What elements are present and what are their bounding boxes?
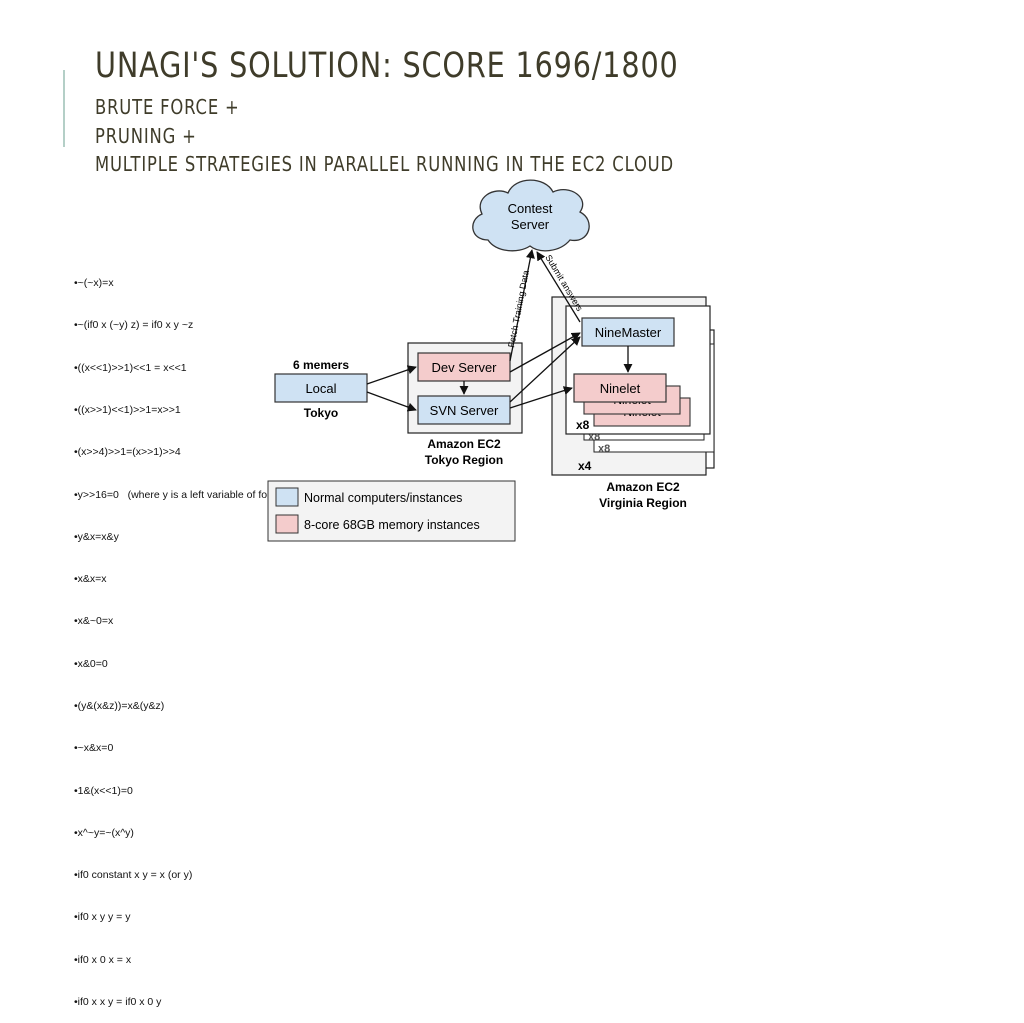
cloud-label-line1: Contest [508, 201, 553, 216]
outer-multiplier-label: x4 [578, 459, 592, 473]
edge-local-to-svn [366, 391, 417, 412]
virginia-region-label-line2: Virginia Region [599, 496, 687, 510]
rule-item: •(x>>4)>>1=(x>>1)>>4 [74, 446, 181, 459]
subtitle-line-pruning: PRUNING + [95, 123, 197, 148]
inner-multiplier-label: x8 [576, 418, 590, 432]
slide-title: UNAGI'S SOLUTION: SCORE 1696/1800 [95, 46, 679, 86]
edge-svn-to-ninemaster [509, 336, 581, 403]
slide-subtitle: BRUTE FORCE + PRUNING + MULTIPLE STRATEG… [95, 93, 674, 179]
svn-server-label: SVN Server [430, 403, 499, 418]
edge-local-to-dev [366, 365, 417, 385]
legend: Normal computers/instances 8-core 68GB m… [267, 480, 516, 542]
ninemaster-label: NineMaster [595, 325, 662, 340]
rule-item: •~(if0 x (~y) z) = if0 x y ~z [74, 319, 194, 332]
legend-label-bigmem: 8-core 68GB memory instances [304, 518, 480, 532]
rule-item: •if0 x 0 x = x [74, 953, 132, 966]
subtitle-line-brute-force: BRUTE FORCE + [95, 95, 240, 119]
edge-fetch-training-data [509, 249, 535, 362]
edge-submit-answers [536, 251, 581, 323]
legend-label-normal: Normal computers/instances [304, 491, 462, 505]
local-node [274, 373, 368, 403]
rule-item: •x&0=0 [74, 657, 108, 670]
rule-item: •((x>>1)<<1)>>1=x>>1 [74, 404, 181, 417]
ninelet-label: Ninelet [600, 381, 641, 396]
svn-server-node [417, 395, 511, 425]
rule-item: •(y&(x&z))=x&(y&z) [74, 700, 165, 712]
local-caption-top: 6 memers [293, 358, 349, 372]
legend-box [267, 480, 516, 542]
cloud-label-line2: Server [511, 217, 550, 232]
dev-server-label: Dev Server [431, 360, 497, 375]
accent-bar [63, 70, 65, 147]
edge-dev-to-ninemaster [509, 332, 581, 373]
rule-item: •if0 x y y = y [74, 911, 131, 924]
edge-svn-to-ninelet [509, 386, 573, 409]
inner-multiplier-shadow2: x8 [598, 443, 610, 455]
rule-item: •~(~x)=x [74, 277, 114, 290]
legend-swatch-normal [275, 487, 299, 507]
subtitle-line-strategies: MULTIPLE STRATEGIES IN PARALLEL RUNNING … [95, 152, 674, 176]
contest-server-cloud: Contest Server [472, 179, 590, 252]
local-caption-bottom: Tokyo [304, 406, 338, 420]
rule-item: •~x&x=0 [74, 742, 114, 755]
rule-item: •if0 constant x y = x (or y) [74, 869, 193, 882]
rule-item: •x&~0=x [74, 615, 114, 628]
legend-swatch-bigmem [275, 514, 299, 534]
rule-item: •if0 x x y = if0 x 0 y [74, 995, 162, 1008]
virginia-region-label-line1: Amazon EC2 [606, 480, 680, 494]
tokyo-region-label-line2: Tokyo Region [425, 453, 503, 467]
rule-item: •((x<<1)>>1)<<1 = x<<1 [74, 361, 187, 374]
edge-label-fetch: Fetch Training Data [506, 269, 531, 348]
ninelet-node [573, 373, 667, 403]
dev-server-node [417, 352, 511, 382]
rule-item: •x^~y=~(x^y) [74, 826, 134, 839]
rule-item: •y&x=x&y [74, 530, 119, 543]
ninemaster-node [581, 317, 675, 347]
tokyo-region-label-line1: Amazon EC2 [427, 437, 501, 451]
local-label: Local [305, 381, 336, 396]
architecture-diagram: Contest Server Amazon EC2 Tokyo Region 6… [267, 179, 715, 542]
rule-item: •y>>16=0 (where y is a left variable of … [74, 488, 279, 501]
rule-item: •1&(x<<1)=0 [74, 784, 133, 797]
